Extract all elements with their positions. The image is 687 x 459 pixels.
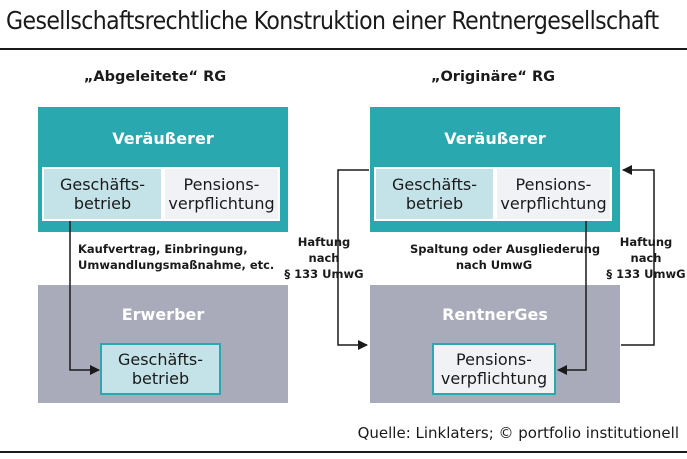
cell-line: verpflichtung <box>440 369 548 388</box>
left-geschaeftsbetrieb-cell: Geschäfts-betrieb <box>42 167 163 221</box>
left-erwerber-box: Erwerber Geschäfts-betrieb <box>38 285 288 403</box>
note-line: Haftung <box>619 235 673 249</box>
right-pensionsverpflichtung-cell: Pensions-verpflichtung <box>495 167 612 221</box>
right-geschaeftsbetrieb-cell: Geschäfts-betrieb <box>374 167 495 221</box>
note-line: Kaufvertrag, Einbringung, <box>78 242 248 256</box>
note-line: nach UmwG <box>455 258 533 272</box>
bottom-rule <box>0 451 687 453</box>
note-line: nach <box>308 251 340 265</box>
left-heading: „Abgeleitete“ RG <box>83 69 227 85</box>
cell-line: Geschäfts- <box>59 175 146 194</box>
cell-line: Pensions- <box>456 350 532 369</box>
cell-line: verpflichtung <box>500 194 607 213</box>
cell-line: Pensions- <box>515 175 592 194</box>
left-erwerber-label: Erwerber <box>121 305 205 324</box>
right-transfer-note: Spaltung oder Ausgliederung nach UmwG <box>410 241 600 273</box>
note-line: § 133 UmwG <box>284 267 364 281</box>
note-line: Spaltung oder Ausgliederung <box>410 242 601 256</box>
cell-line: betrieb <box>73 194 132 213</box>
left-pensionsverpflichtung-cell: Pensions-verpflichtung <box>163 167 280 221</box>
right-rentnerges-label: RentnerGes <box>442 305 548 324</box>
right-left-liability-arrow <box>337 169 369 350</box>
left-transfer-arrow <box>69 221 100 375</box>
page-title: Gesellschaftsrechtliche Konstruktion ein… <box>6 6 659 35</box>
cell-line: betrieb <box>405 194 464 213</box>
cell-line: betrieb <box>131 369 190 388</box>
right-veraeusserer-label: Veräußerer <box>444 129 546 148</box>
left-transfer-note: Kaufvertrag, Einbringung, Umwandlungsmaß… <box>78 241 274 273</box>
right-veraeusserer-box: Veräußerer Geschäfts-betrieb Pensions-ve… <box>370 107 620 232</box>
right-heading: „Originäre“ RG <box>430 69 556 85</box>
note-line: Haftung <box>297 235 351 249</box>
left-veraeusserer-box: Veräußerer Geschäfts-betrieb Pensions-ve… <box>38 107 288 232</box>
right-transfer-arrow <box>557 221 587 375</box>
cell-line: Geschäfts- <box>391 175 478 194</box>
top-rule <box>0 48 687 50</box>
right-left-liability-note: Haftung nach § 133 UmwG <box>282 234 366 282</box>
source-note: Quelle: Linklaters; © portfolio institut… <box>357 424 679 442</box>
note-line: § 133 UmwG <box>606 267 686 281</box>
left-veraeusserer-label: Veräußerer <box>112 129 214 148</box>
cell-line: Pensions- <box>183 175 260 194</box>
right-rentnerges-box: RentnerGes Pensions-verpflichtung <box>370 285 620 403</box>
right-rentnerges-pensionsverpflichtung-cell: Pensions-verpflichtung <box>432 343 556 395</box>
left-erwerber-geschaeftsbetrieb-cell: Geschäfts-betrieb <box>100 343 221 395</box>
right-right-liability-arrow <box>621 165 655 346</box>
note-line: Umwandlungsmaßnahme, etc. <box>78 258 275 272</box>
cell-line: Geschäfts- <box>117 350 204 369</box>
cell-line: verpflichtung <box>168 194 275 213</box>
